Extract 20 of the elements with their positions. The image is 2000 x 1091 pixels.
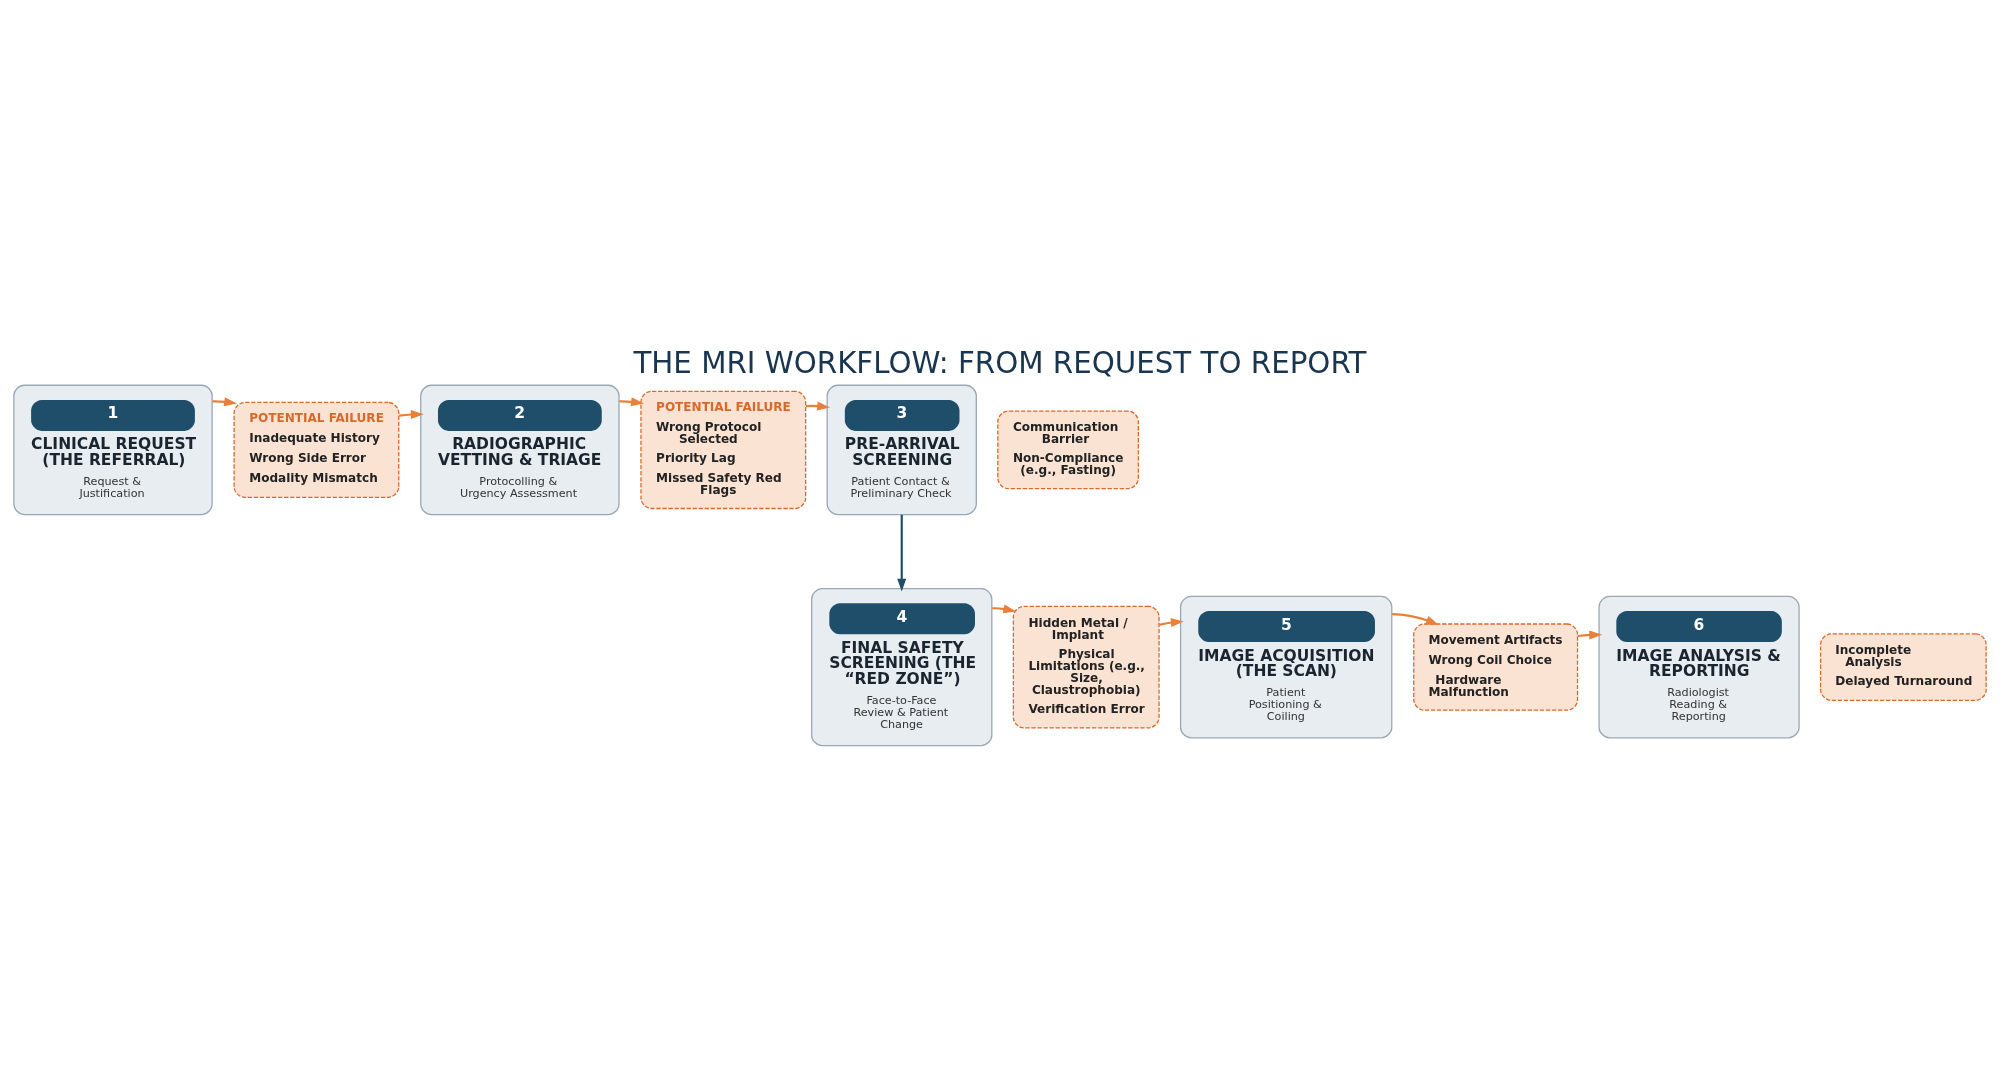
node-box: Incomplete Analysis Delayed Turnaround (1819, 632, 1987, 701)
arrow (992, 603, 1017, 613)
node-box: 2 RADIOGRAPHIC VETTING & TRIAGE Protocolling & Urgency Assessment (420, 384, 620, 515)
node-box: Movement Artifacts Wrong Coil Choice Hardware Malfunction (1413, 622, 1579, 711)
diagram-title: THE MRI WORKFLOW: FROM REQUEST TO REPORT (633, 345, 1367, 380)
node-box: 1 CLINICAL REQUEST (THE REFERRAL) Request & Justification (13, 384, 213, 515)
node-box: 5 IMAGE ACQUISITION (THE SCAN) Patient Positioning & Coiling (1179, 595, 1393, 738)
arrow (897, 514, 907, 592)
node-box: POTENTIAL FAILURE Wrong Protocol Selected Priority Lag Missed Safety Red Flags (640, 390, 807, 509)
arrow (398, 409, 424, 419)
node-box: 3 PRE-ARRIVAL SCREENING Patient Contact & Preliminary Check (826, 384, 977, 515)
arrow (1392, 612, 1439, 625)
node-box: 4 FINAL SAFETY SCREENING (THE “RED ZONE”) Face-to-Face Review & Patient Change (811, 587, 993, 746)
arrow (1159, 617, 1184, 627)
node-box: 6 IMAGE ANALYSIS & REPORTING Radiologist Reading & Reporting (1598, 595, 1800, 738)
node-box: Hidden Metal / Implant Physical Limitations (e.g., Size, Claustrophobia) Verification Error (1012, 605, 1160, 729)
arrow (212, 396, 238, 406)
arrow (619, 396, 644, 406)
node-box: Communication Barrier Non-Compliance (e.g., Fasting) (997, 409, 1139, 489)
node-box: POTENTIAL FAILURE Inadequate History Wrong Side Error Modality Mismatch (233, 401, 400, 498)
